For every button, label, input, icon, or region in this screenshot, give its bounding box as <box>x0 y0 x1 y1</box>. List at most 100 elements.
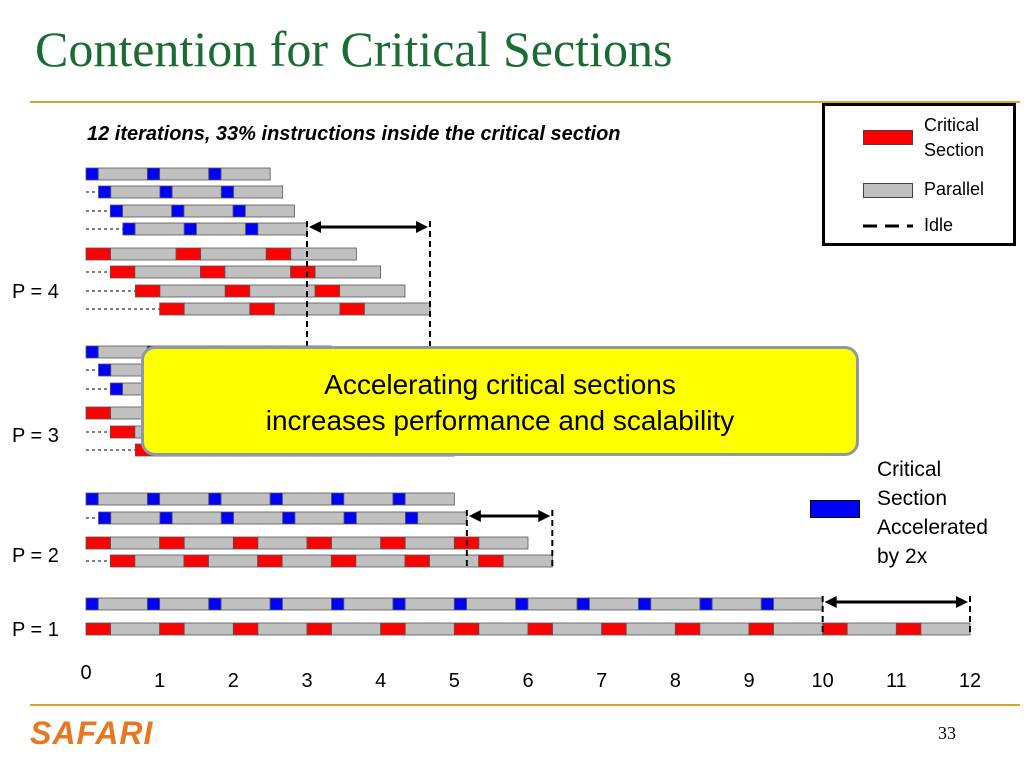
parallel-bar-base-g3-t1-7 <box>625 622 676 636</box>
parallel-bar-acc-g2-t0-2 <box>220 492 271 506</box>
accel-cs-bar-acc-g3-t0-7 <box>515 597 529 611</box>
parallel-bar-acc-g0-t1-2 <box>233 185 284 199</box>
parallel-bar-acc-g2-t1-0 <box>110 511 161 525</box>
accel-cs-bar-acc-g0-t2-2 <box>232 204 246 218</box>
group-label-p4: P = 4 <box>12 281 59 303</box>
accel-cs-bar-acc-g3-t0-9 <box>638 597 652 611</box>
safari-logo: SAFARI <box>30 715 154 751</box>
x-tick-1: 1 <box>154 670 166 692</box>
parallel-bar-base-g2-t2-2 <box>257 536 308 550</box>
speedup-arrowhead-right-g0 <box>416 221 429 233</box>
parallel-bar-base-g0-t5-1 <box>224 265 291 279</box>
accel-cs-bar-acc-g0-t3-2 <box>245 222 259 236</box>
cs-bar-base-g3-t1-5 <box>453 622 480 636</box>
parallel-bar-acc-g3-t0-0 <box>97 597 148 611</box>
group-label-p2: P = 2 <box>12 545 59 567</box>
cs-bar-base-g2-t2-0 <box>85 536 111 550</box>
callout-box: Accelerating critical sections increases… <box>141 346 859 456</box>
parallel-bar-acc-g2-t1-3 <box>294 511 345 525</box>
cs-bar-base-g2-t3-5 <box>478 554 504 568</box>
parallel-bar-acc-g2-t0-4 <box>343 492 394 506</box>
parallel-bar-acc-g3-t0-11 <box>773 597 824 611</box>
parallel-bar-base-g0-t5-0 <box>134 265 201 279</box>
parallel-bar-base-g0-t5-2 <box>314 265 382 279</box>
parallel-bar-acc-g3-t0-2 <box>220 597 271 611</box>
parallel-bar-base-g2-t2-4 <box>404 536 455 550</box>
parallel-bar-base-g3-t1-4 <box>404 622 455 636</box>
accel-cs-bar-acc-g2-t0-1 <box>146 492 161 506</box>
x-tick-2: 2 <box>227 670 239 692</box>
cs-bar-base-g2-t3-2 <box>257 554 283 568</box>
cs-bar-base-g3-t1-2 <box>232 622 259 636</box>
cs-bar-base-g2-t3-1 <box>183 554 209 568</box>
parallel-bar-base-g0-t4-1 <box>200 247 267 261</box>
accel-cs-bar-acc-g0-t2-0 <box>109 204 123 218</box>
cs-bar-base-g0-t4-2 <box>265 247 292 261</box>
cs-bar-base-g3-t1-9 <box>748 622 774 636</box>
cs-bar-base-g3-t1-10 <box>822 622 848 636</box>
accel-cs-bar-acc-g2-t1-1 <box>159 511 173 525</box>
parallel-bar-acc-g0-t2-2 <box>244 204 295 218</box>
parallel-bar-acc-g3-t0-8 <box>588 597 639 611</box>
cs-bar-base-g2-t2-1 <box>159 536 185 550</box>
cs-bar-base-g2-t3-0 <box>109 554 136 568</box>
parallel-bar-acc-g0-t2-1 <box>183 204 234 218</box>
parallel-bar-base-g2-t3-3 <box>355 554 406 568</box>
parallel-bar-acc-g2-t0-3 <box>282 492 332 506</box>
parallel-bar-acc-g3-t0-10 <box>711 597 762 611</box>
accel-cs-bar-acc-g3-t0-6 <box>453 597 468 611</box>
cs-bar-base-g0-t6-0 <box>134 284 161 298</box>
cs-bar-base-g3-t1-3 <box>306 622 332 636</box>
chart-title: 12 iterations, 33% instructions inside t… <box>87 123 621 145</box>
accel-cs-bar-acc-g1-t1-0 <box>98 363 112 377</box>
legend-critical-swatch <box>863 130 913 145</box>
parallel-bar-base-g0-t6-2 <box>339 284 406 298</box>
cs-bar-base-g0-t7-0 <box>159 302 185 316</box>
parallel-bar-base-g3-t1-3 <box>331 622 382 636</box>
accel-cs-bar-acc-g2-t0-0 <box>85 492 99 506</box>
cs-bar-base-g3-t1-1 <box>159 622 185 636</box>
speedup-arrowhead-right-g3 <box>956 596 968 608</box>
parallel-bar-base-g3-t1-1 <box>183 622 234 636</box>
parallel-bar-acc-g3-t0-4 <box>343 597 394 611</box>
callout-line-2: increases performance and scalability <box>265 405 735 436</box>
parallel-bar-acc-g1-t0-0 <box>97 345 148 359</box>
group-label-p3: P = 3 <box>12 425 59 447</box>
cs-bar-base-g0-t5-2 <box>290 265 316 279</box>
parallel-bar-acc-g0-t3-1 <box>196 222 247 236</box>
cs-bar-base-g0-t6-2 <box>314 284 341 298</box>
speedup-arrowhead-right-g2 <box>538 510 551 522</box>
accel-cs-bar-acc-g0-t0-0 <box>85 167 99 181</box>
cs-bar-base-g2-t3-4 <box>404 554 430 568</box>
cs-bar-base-g0-t5-0 <box>109 265 136 279</box>
accel-cs-bar-acc-g3-t0-11 <box>760 597 774 611</box>
x-tick-0: 0 <box>80 662 92 684</box>
accel-cs-bar-acc-g2-t0-4 <box>331 492 345 506</box>
accel-cs-bar-acc-g2-t0-2 <box>208 492 222 506</box>
cs-bar-base-g0-t7-1 <box>249 302 275 316</box>
group-label-p1: P = 1 <box>12 619 59 641</box>
parallel-bar-base-g0-t6-0 <box>159 284 226 298</box>
x-tick-10: 10 <box>811 670 834 692</box>
parallel-bar-acc-g2-t0-1 <box>159 492 210 506</box>
accel-cs-bar-acc-g3-t0-1 <box>146 597 161 611</box>
x-tick-9: 9 <box>743 670 755 692</box>
cs-bar-base-g0-t4-1 <box>175 247 202 261</box>
parallel-bar-acc-g3-t0-9 <box>650 597 701 611</box>
parallel-bar-acc-g2-t0-5 <box>404 492 455 506</box>
parallel-bar-base-g2-t3-4 <box>429 554 480 568</box>
cs-bar-base-g3-t1-7 <box>601 622 627 636</box>
accel-cs-bar-acc-g1-t0-0 <box>85 345 99 359</box>
parallel-bar-base-g0-t6-1 <box>249 284 316 298</box>
speedup-arrowhead-left-g3 <box>824 596 837 608</box>
accelerated-swatch <box>810 500 860 518</box>
parallel-bar-acc-g0-t0-2 <box>220 167 271 181</box>
parallel-bar-acc-g3-t0-3 <box>282 597 332 611</box>
parallel-bar-base-g3-t1-8 <box>699 622 750 636</box>
cs-bar-base-g1-t4-0 <box>109 425 136 439</box>
speedup-arrowhead-left-g0 <box>309 221 321 233</box>
accel-cs-bar-acc-g2-t0-5 <box>392 492 406 506</box>
parallel-bar-base-g2-t3-2 <box>281 554 332 568</box>
cs-bar-base-g1-t3-0 <box>85 406 111 420</box>
parallel-bar-base-g0-t4-2 <box>290 247 357 261</box>
